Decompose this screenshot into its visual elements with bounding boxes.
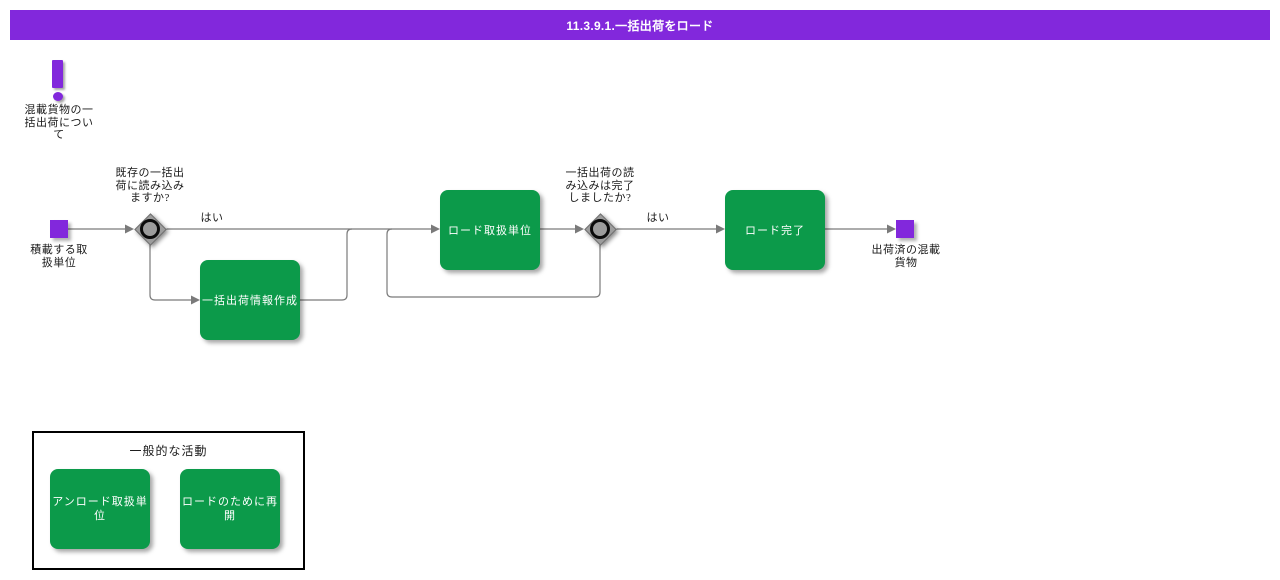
task-label: 一括出荷情報作成: [202, 295, 298, 307]
end-event-label: 出荷済の混載 貨物: [871, 244, 941, 269]
arrow-icon: [716, 224, 725, 234]
task-label: ロード取扱単位: [448, 225, 532, 237]
task-label: ロードのために再 開: [182, 496, 278, 522]
arrow-icon: [431, 224, 440, 234]
arrow-icon: [575, 224, 584, 234]
gateway2-question: 一括出荷の読 み込みは完了 しましたか?: [565, 167, 635, 204]
circle-icon: [589, 218, 610, 239]
gateway2-decision[interactable]: [583, 212, 617, 246]
exclamation-icon-dot: [53, 92, 63, 101]
start-event[interactable]: [50, 220, 68, 238]
exclamation-icon[interactable]: [52, 60, 63, 88]
page-title: 11.3.9.1.一括出荷をロード: [566, 18, 714, 33]
legend-title: 一般的な活動: [129, 444, 208, 458]
arrow-icon: [887, 224, 896, 234]
gateway1-question: 既存の一括出 荷に読み込み ますか?: [115, 167, 185, 204]
edge-create-to-load: [300, 228, 353, 301]
arrow-icon: [125, 224, 134, 234]
legend-box: 一般的な活動 アンロード取扱単 位 ロードのために再 開: [32, 431, 305, 570]
legend-task-resume-for-loading[interactable]: ロードのために再 開: [180, 469, 280, 549]
gateway1-decision[interactable]: [133, 212, 167, 246]
legend-task-unload-handling-unit[interactable]: アンロード取扱単 位: [50, 469, 150, 549]
task-create-freight-order[interactable]: 一括出荷情報作成: [200, 260, 300, 340]
circle-icon: [139, 218, 160, 239]
end-event[interactable]: [896, 220, 914, 238]
note-label: 混載貨物の一 括出荷につい て: [24, 104, 94, 141]
gateway1-yes-label: はい: [200, 212, 224, 224]
task-label: ロード完了: [745, 225, 805, 237]
edge-gateway1-no-to-create: [149, 244, 191, 301]
task-load-complete[interactable]: ロード完了: [725, 190, 825, 270]
gateway2-yes-label: はい: [646, 212, 670, 224]
task-load-handling-unit[interactable]: ロード取扱単位: [440, 190, 540, 270]
arrow-icon: [191, 295, 200, 305]
diagram-title-bar: 11.3.9.1.一括出荷をロード: [10, 10, 1270, 40]
task-label: アンロード取扱単 位: [52, 496, 148, 522]
start-event-label: 積載する取 扱単位: [30, 244, 88, 269]
